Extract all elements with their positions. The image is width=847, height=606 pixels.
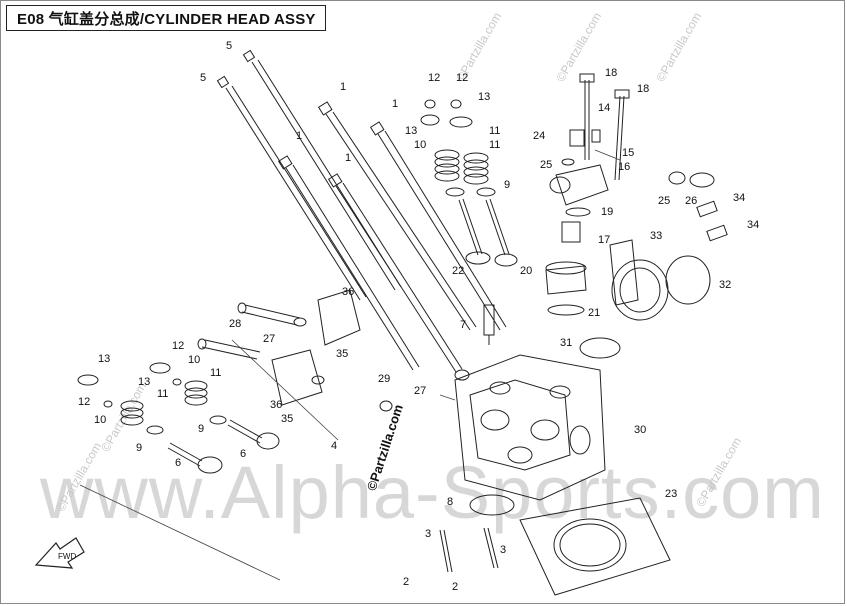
- rocker-arm-lower: [197, 338, 325, 406]
- callout-label: 5: [200, 72, 207, 84]
- callout-label: 21: [588, 307, 601, 319]
- upper-valve-train: [420, 99, 518, 267]
- title-box: E08 气缸盖分总成/CYLINDER HEAD ASSY: [6, 5, 326, 31]
- callout-label: 13: [138, 376, 151, 388]
- fwd-arrow-icon: FWD: [34, 537, 85, 569]
- cylinder-head-gasket: [469, 494, 671, 596]
- callout-label: 10: [414, 139, 427, 151]
- callout-label: 2: [452, 581, 459, 593]
- callout-label: 9: [504, 179, 511, 191]
- callout-label: 34: [733, 192, 746, 204]
- page-title: E08 气缸盖分总成/CYLINDER HEAD ASSY: [17, 10, 316, 28]
- callout-label: 13: [405, 125, 418, 137]
- callout-label: 33: [650, 230, 663, 242]
- callout-label: 35: [281, 413, 294, 425]
- callout-label: 12: [172, 340, 185, 352]
- callout-label: 30: [634, 424, 647, 436]
- callout-label: 11: [157, 388, 169, 400]
- callout-label: 3: [425, 528, 432, 540]
- callout-label: 6: [175, 457, 182, 469]
- callout-label: 28: [229, 318, 242, 330]
- callout-label: 12: [428, 72, 441, 84]
- watermark-main: www.Alpha-Sports.com: [40, 451, 825, 534]
- callout-label: 36: [342, 286, 355, 298]
- left-valve-train: [77, 362, 280, 474]
- callout-label: 1: [296, 130, 303, 142]
- callout-label: 3: [500, 544, 507, 556]
- callout-label: 25: [658, 195, 671, 207]
- callout-label: 12: [456, 72, 469, 84]
- callout-label: 27: [263, 333, 276, 345]
- callout-label: 6: [240, 448, 247, 460]
- callout-label: 13: [98, 353, 111, 365]
- callout-label: 2: [403, 576, 410, 588]
- callout-label: 24: [533, 130, 546, 142]
- callout-label: 9: [198, 423, 205, 435]
- callout-label: 34: [747, 219, 760, 231]
- callout-label: 11: [489, 139, 501, 151]
- callout-label: 8: [447, 496, 454, 508]
- callout-label: 23: [665, 488, 678, 500]
- group-brackets: [79, 149, 621, 581]
- cylinder-head-block: [379, 354, 606, 501]
- callout-label: 17: [598, 234, 611, 246]
- fwd-label: FWD: [58, 552, 76, 561]
- callout-label: 10: [94, 414, 107, 426]
- callout-label: 16: [618, 161, 631, 173]
- callout-label: 1: [345, 152, 352, 164]
- callout-label: 5: [226, 40, 233, 52]
- callout-label: 1: [392, 98, 399, 110]
- callout-label: 1: [340, 81, 347, 93]
- callout-label: 27: [414, 385, 427, 397]
- callout-label: 12: [78, 396, 91, 408]
- callout-label: 18: [637, 83, 650, 95]
- rocker-arm-upper: [237, 289, 361, 346]
- callout-label: 10: [188, 354, 201, 366]
- callout-label: 14: [598, 102, 611, 114]
- callout-label: 32: [719, 279, 732, 291]
- callout-label: 22: [452, 265, 465, 277]
- callout-label: 29: [378, 373, 391, 385]
- callout-label: 9: [136, 442, 143, 454]
- callout-label: 31: [560, 337, 573, 349]
- callout-label: 26: [685, 195, 698, 207]
- callout-label: 18: [605, 67, 618, 79]
- spark-plug: [483, 304, 495, 345]
- callout-label: 11: [210, 367, 222, 379]
- long-bolt-group: [216, 49, 507, 373]
- callout-label: 7: [460, 319, 467, 331]
- thermostat-housing-group: [545, 73, 728, 359]
- callout-label: 15: [622, 147, 635, 159]
- callout-label: 35: [336, 348, 349, 360]
- callout-label: 13: [478, 91, 491, 103]
- callout-label: 25: [540, 159, 553, 171]
- studs: [439, 527, 499, 573]
- callout-label: 36: [270, 399, 283, 411]
- callout-label: 11: [489, 125, 501, 137]
- callout-label: 19: [601, 206, 614, 218]
- callout-label: 20: [520, 265, 533, 277]
- callout-label: 4: [331, 440, 338, 452]
